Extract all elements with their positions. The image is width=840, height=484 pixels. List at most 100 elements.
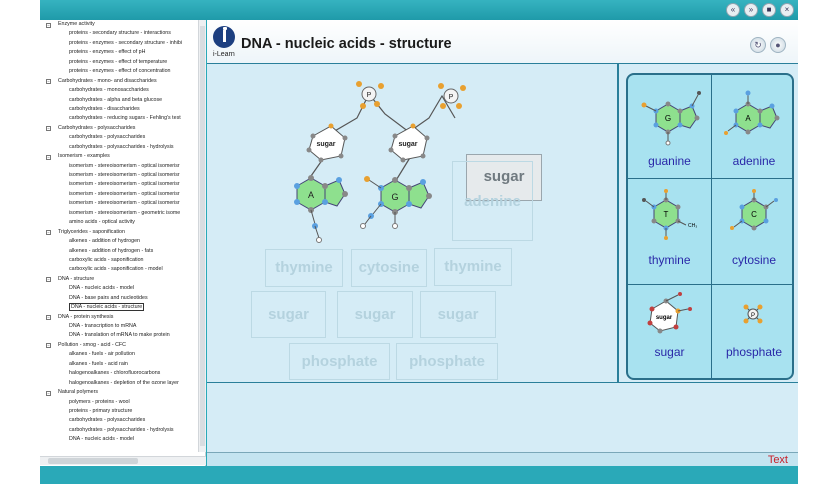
drop-slot-adenine[interactable]: adenine xyxy=(452,161,533,241)
tree-item[interactable]: DNA - translation of mRNA to make protei… xyxy=(44,331,200,340)
tree-item-label: polymers - proteins - wool xyxy=(69,398,130,405)
tree-category[interactable]: −Pollution - smog - acid - CFC xyxy=(44,341,200,350)
tree-item[interactable]: alkanes - fuels - air pollution xyxy=(44,350,200,359)
tree-item[interactable]: proteins - enzymes - effect of pH xyxy=(44,48,200,57)
palette-label: sugar xyxy=(654,345,685,359)
tree-item[interactable]: carboxylic acids - saponification xyxy=(44,256,200,265)
tree-item[interactable]: alkenes - addition of hydrogen - fats xyxy=(44,247,200,256)
palette-adenine[interactable]: A adenine xyxy=(712,75,792,179)
collapse-icon[interactable]: − xyxy=(46,390,51,396)
forward-icon[interactable]: » xyxy=(744,3,758,17)
tree-item-label: DNA - translation of mRNA to make protei… xyxy=(69,332,170,339)
tree-item[interactable]: carbohydrates - polysaccharides - hydrol… xyxy=(44,426,200,435)
palette-guanine[interactable]: G guanine xyxy=(628,75,712,179)
drop-slot-sugar[interactable]: sugar xyxy=(337,291,413,338)
tree-item[interactable]: carbohydrates - monosaccharides xyxy=(44,86,200,95)
tree-item[interactable]: polymers - proteins - wool xyxy=(44,398,200,407)
scroll-thumb[interactable] xyxy=(48,458,138,464)
tree-item[interactable]: halogenoalkanes - chlorofluorocarbons xyxy=(44,369,200,378)
tree-item[interactable]: carbohydrates - polysaccharides xyxy=(44,416,200,425)
tree-item[interactable]: isomerism - stereoisomerism - optical is… xyxy=(44,180,200,189)
tree-category[interactable]: −DNA - structure xyxy=(44,275,200,284)
collapse-icon[interactable]: − xyxy=(46,154,51,160)
tree-item[interactable]: carbohydrates - polysaccharides - hydrol… xyxy=(44,143,200,152)
tree-item-label: alkenes - addition of hydrogen - fats xyxy=(69,247,154,254)
collapse-icon[interactable]: − xyxy=(46,126,51,132)
tree-item[interactable]: proteins - secondary structure - interac… xyxy=(44,29,200,38)
tree-item-label: proteins - enzymes - effect of pH xyxy=(69,49,146,56)
maximize-icon[interactable]: ■ xyxy=(762,3,776,17)
tree-item-label: DNA - nucleic acids - structure xyxy=(69,303,145,312)
drop-slot-phosphate[interactable]: phosphate xyxy=(289,343,390,380)
tree-category[interactable]: −Carbohydrates - polysaccharides xyxy=(44,124,200,133)
collapse-icon[interactable]: − xyxy=(46,22,51,28)
tree-item-label: isomerism - stereoisomerism - optical is… xyxy=(69,200,180,207)
horizontal-scrollbar[interactable] xyxy=(40,456,206,465)
tree-item-label: proteins - primary structure xyxy=(69,407,133,414)
tree-item[interactable]: alkanes - fuels - acid rain xyxy=(44,360,200,369)
tree-item-label: proteins - enzymes - effect of temperatu… xyxy=(69,58,168,65)
tree-item[interactable]: amino acids - optical activity xyxy=(44,218,200,227)
stop-icon[interactable]: ● xyxy=(770,37,786,53)
tree-item[interactable]: DNA - nucleic acids - model xyxy=(44,435,200,444)
collapse-icon[interactable]: − xyxy=(46,79,51,85)
tree-item[interactable]: isomerism - stereoisomerism - optical is… xyxy=(44,162,200,171)
tree-item[interactable]: carboxylic acids - saponification - mode… xyxy=(44,265,200,274)
tree-category[interactable]: −Triglycerides - saponification xyxy=(44,228,200,237)
tree-item[interactable]: carbohydrates - polysaccharides xyxy=(44,133,200,142)
close-icon[interactable]: × xyxy=(780,3,794,17)
tree-item[interactable]: isomerism - stereoisomerism - geometric … xyxy=(44,209,200,218)
collapse-icon[interactable]: − xyxy=(46,315,51,321)
tree-item[interactable]: alkenes - addition of hydrogen xyxy=(44,237,200,246)
tree-item[interactable]: proteins - enzymes - secondary structure… xyxy=(44,39,200,48)
palette-label: adenine xyxy=(732,154,776,168)
tree-item[interactable]: carbohydrates - reducing sugars - Fehlin… xyxy=(44,114,200,123)
reset-icon[interactable]: ↻ xyxy=(750,37,766,53)
sugar-label: sugar xyxy=(398,141,417,148)
tree-item[interactable]: DNA - base pairs and nucleotides xyxy=(44,294,200,303)
drop-slot-phosphate[interactable]: phosphate xyxy=(396,343,498,380)
collapse-icon[interactable]: − xyxy=(46,343,51,349)
drop-slot-sugar[interactable]: sugar xyxy=(251,291,326,338)
tree-item[interactable]: halogenoalkanes - depletion of the ozone… xyxy=(44,379,200,388)
palette-phosphate[interactable]: P phosphate xyxy=(712,285,792,378)
tree-category[interactable]: −Isomerism - examples xyxy=(44,152,200,161)
drop-slot-thymine[interactable]: thymine xyxy=(434,248,512,286)
palette-sugar[interactable]: sugar sugar xyxy=(628,285,712,378)
tree-category[interactable]: −DNA - protein synthesis xyxy=(44,313,200,322)
tree-item[interactable]: proteins - primary structure xyxy=(44,407,200,416)
drop-slot-sugar[interactable]: sugar xyxy=(420,291,496,338)
vertical-scrollbar[interactable] xyxy=(198,20,206,452)
tree-item[interactable]: proteins - enzymes - effect of temperatu… xyxy=(44,58,200,67)
collapse-icon[interactable]: − xyxy=(46,230,51,236)
palette-label: thymine xyxy=(648,253,691,267)
back-icon[interactable]: « xyxy=(726,3,740,17)
tree-category[interactable]: − Enzyme activity xyxy=(44,20,200,29)
tree-item[interactable]: DNA - transcription to mRNA xyxy=(44,322,200,331)
sugar-label: sugar xyxy=(656,315,673,321)
palette-thymine[interactable]: T CH₃ thymine xyxy=(628,179,712,285)
phosphate-icon: P xyxy=(743,304,763,324)
tree-item[interactable]: DNA - nucleic acids - structure xyxy=(44,303,200,312)
collapse-icon[interactable]: − xyxy=(46,277,51,283)
tree-category[interactable]: −Natural polymers xyxy=(44,388,200,397)
scroll-thumb[interactable] xyxy=(200,26,205,446)
base-letter: C xyxy=(751,210,757,219)
tree-item-label: Enzyme activity xyxy=(58,21,95,27)
tree-item-label: carboxylic acids - saponification - mode… xyxy=(69,266,163,273)
tree-item[interactable]: isomerism - stereoisomerism - optical is… xyxy=(44,190,200,199)
assembly-area[interactable]: P P sugar sugar xyxy=(207,64,617,382)
tree-item[interactable]: carbohydrates - disaccharides xyxy=(44,105,200,114)
tree-item[interactable]: DNA - nucleic acids - model xyxy=(44,284,200,293)
guanine-base: G xyxy=(360,176,432,229)
tree-category[interactable]: −Carbohydrates - mono- and disaccharides xyxy=(44,77,200,86)
tree-item[interactable]: proteins - enzymes - effect of concentra… xyxy=(44,67,200,76)
drop-slot-thymine[interactable]: thymine xyxy=(265,249,343,287)
adenine-icon: A xyxy=(724,90,780,135)
tree-item[interactable]: isomerism - stereoisomerism - optical is… xyxy=(44,171,200,180)
tree-item[interactable]: carbohydrates - alpha and beta glucose xyxy=(44,96,200,105)
tree-item[interactable]: isomerism - stereoisomerism - optical is… xyxy=(44,199,200,208)
drop-slot-cytosine[interactable]: cytosine xyxy=(351,249,427,287)
palette-cytosine[interactable]: C cytosine xyxy=(712,179,792,285)
tree-item-label: carbohydrates - alpha and beta glucose xyxy=(69,96,163,103)
